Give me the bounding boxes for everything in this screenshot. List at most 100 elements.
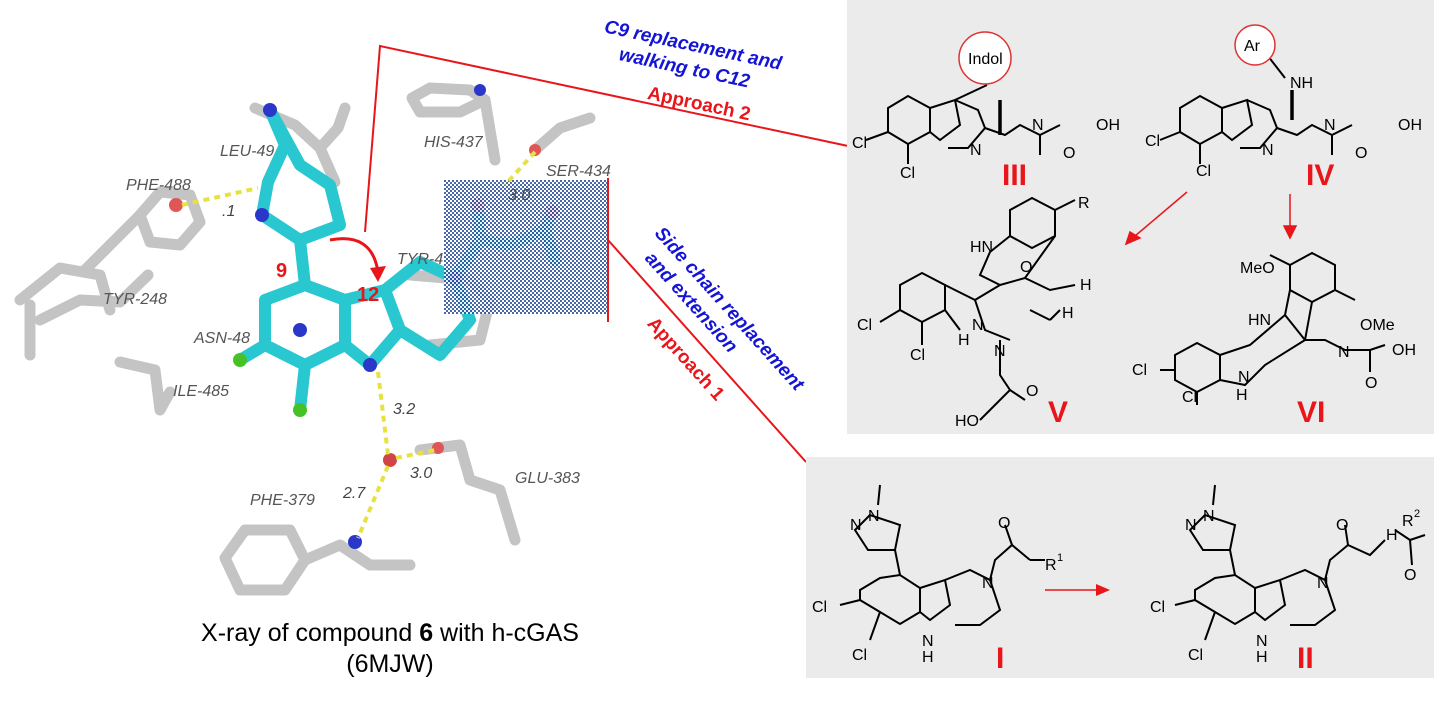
caption-line1: X-ray of compound 6 with h-cGAS bbox=[130, 618, 650, 649]
structure-V-n2: N bbox=[994, 343, 1006, 360]
structure-II-o2: O bbox=[1404, 567, 1416, 584]
structure-V-label: V bbox=[1048, 396, 1068, 429]
structure-V-ho: HO bbox=[955, 413, 979, 430]
structure-III-n1: N bbox=[970, 142, 982, 159]
structure-II-cl2: Cl bbox=[1188, 647, 1203, 664]
structure-I-o: O bbox=[998, 515, 1010, 532]
structure-V-o: O bbox=[1020, 259, 1032, 276]
structure-VI-label: VI bbox=[1297, 396, 1325, 429]
structure-I bbox=[839, 484, 1045, 641]
walking-arrowhead bbox=[370, 266, 386, 282]
panel-top bbox=[847, 0, 1434, 434]
distance-27: 2.7 bbox=[342, 485, 366, 502]
label-tyr248: TYR-248 bbox=[103, 291, 167, 308]
structure-V-r: R bbox=[1078, 195, 1090, 212]
structure-VI-n1: N bbox=[1338, 344, 1350, 361]
label-his: HIS-437 bbox=[424, 134, 484, 151]
structure-VI bbox=[1160, 251, 1386, 405]
structure-V bbox=[879, 196, 1076, 421]
structure-I-nh-h: H bbox=[922, 649, 934, 666]
structure-VI-cl2: Cl bbox=[1182, 389, 1197, 406]
caption-line2: (6MJW) bbox=[346, 650, 434, 678]
structure-III-group: Indol bbox=[968, 51, 1003, 68]
structure-I-cl2: Cl bbox=[852, 647, 867, 664]
panel-bottom bbox=[806, 457, 1434, 678]
structure-III bbox=[865, 84, 1061, 164]
structure-II-r-index: 2 bbox=[1414, 508, 1420, 520]
caption-prefix: X-ray of compound bbox=[201, 619, 420, 647]
structure-II-n1: N bbox=[1203, 508, 1215, 525]
structure-I-n1: N bbox=[868, 508, 880, 525]
distance-30: 3.0 bbox=[410, 465, 432, 482]
structure-IV-oh: OH bbox=[1398, 117, 1422, 134]
structure-VI-oh: OH bbox=[1392, 342, 1416, 359]
structure-III-oh: OH bbox=[1096, 117, 1120, 134]
arrow-I-to-II bbox=[1045, 584, 1110, 596]
label-ser: SER-434 bbox=[546, 163, 611, 180]
distance-ser: 3.0 bbox=[508, 187, 530, 204]
label-asn: ASN-48 bbox=[193, 330, 250, 347]
position-9: 9 bbox=[276, 260, 287, 282]
label-ile: ILE-485 bbox=[173, 383, 229, 400]
structure-III-o: O bbox=[1063, 145, 1075, 162]
structure-IV-label: IV bbox=[1306, 159, 1334, 192]
approach-1-annotation: Side chain replacement and extension App… bbox=[640, 223, 808, 405]
distance-phe: .1 bbox=[222, 203, 235, 220]
structure-III-label: III bbox=[1002, 159, 1027, 192]
structure-III-n2: N bbox=[1032, 117, 1044, 134]
structure-IV-group: Ar bbox=[1244, 38, 1261, 55]
water-molecule bbox=[383, 453, 397, 467]
structure-III-cl1: Cl bbox=[852, 135, 867, 152]
structure-VI-ome: OMe bbox=[1360, 317, 1395, 334]
structure-I-label: I bbox=[996, 642, 1004, 675]
structure-II-n3: N bbox=[1317, 575, 1329, 592]
label-tyr: TYR-4 bbox=[397, 251, 443, 268]
structure-I-nh-n: N bbox=[922, 633, 934, 650]
connector-lines bbox=[364, 44, 849, 463]
structure-V-h3: H bbox=[958, 332, 970, 349]
hydrogen-bonds bbox=[181, 150, 537, 539]
structure-I-n2: N bbox=[850, 517, 862, 534]
structure-VI-h: H bbox=[1236, 387, 1248, 404]
structure-II-nh-h: H bbox=[1256, 649, 1268, 666]
structure-I-cl1: Cl bbox=[812, 599, 827, 616]
label-phe379: PHE-379 bbox=[250, 492, 315, 509]
side-annotation-line1: Side chain replacement bbox=[650, 223, 808, 395]
structure-V-h1: H bbox=[1080, 277, 1092, 294]
structure-III-cl2: Cl bbox=[900, 165, 915, 182]
structure-V-hn: HN bbox=[970, 239, 993, 256]
structure-II-nh: H bbox=[1386, 527, 1398, 544]
structure-VI-n2: N bbox=[1238, 369, 1250, 386]
structure-II-o1: O bbox=[1336, 517, 1348, 534]
structure-II-n2: N bbox=[1185, 517, 1197, 534]
label-leu: LEU-49 bbox=[220, 143, 274, 160]
structure-II bbox=[1174, 484, 1426, 641]
structure-IV-cl1: Cl bbox=[1145, 133, 1160, 150]
caption-compound: 6 bbox=[419, 619, 434, 647]
structure-VI-cl1: Cl bbox=[1132, 362, 1147, 379]
structure-VI-o: O bbox=[1365, 375, 1377, 392]
caption-suffix: with h-cGAS bbox=[433, 619, 579, 647]
structure-V-o2: O bbox=[1026, 383, 1038, 400]
hatched-region bbox=[444, 180, 608, 314]
structure-II-r: R bbox=[1402, 513, 1414, 530]
structure-I-r-index: 1 bbox=[1057, 552, 1063, 564]
figure-caption: X-ray of compound 6 with h-cGAS (6MJW) bbox=[130, 618, 650, 680]
structure-V-h2: H bbox=[1062, 305, 1074, 322]
structure-VI-hn: HN bbox=[1248, 312, 1271, 329]
structure-IV-n2: N bbox=[1324, 117, 1336, 134]
distance-32: 3.2 bbox=[393, 401, 415, 418]
structure-IV-n1: N bbox=[1262, 142, 1274, 159]
arrows-from-IV bbox=[1124, 191, 1298, 246]
structure-IV-o: O bbox=[1355, 145, 1367, 162]
structure-II-label: II bbox=[1297, 642, 1314, 675]
structure-I-n3: N bbox=[982, 575, 994, 592]
label-glu: GLU-383 bbox=[515, 470, 580, 487]
label-phe488: PHE-488 bbox=[126, 177, 191, 194]
structure-VI-meo: MeO bbox=[1240, 260, 1275, 277]
structure-II-nh-n: N bbox=[1256, 633, 1268, 650]
structure-IV bbox=[1159, 55, 1353, 164]
structure-IV-cl2: Cl bbox=[1196, 163, 1211, 180]
structure-V-n1: N bbox=[972, 317, 984, 334]
